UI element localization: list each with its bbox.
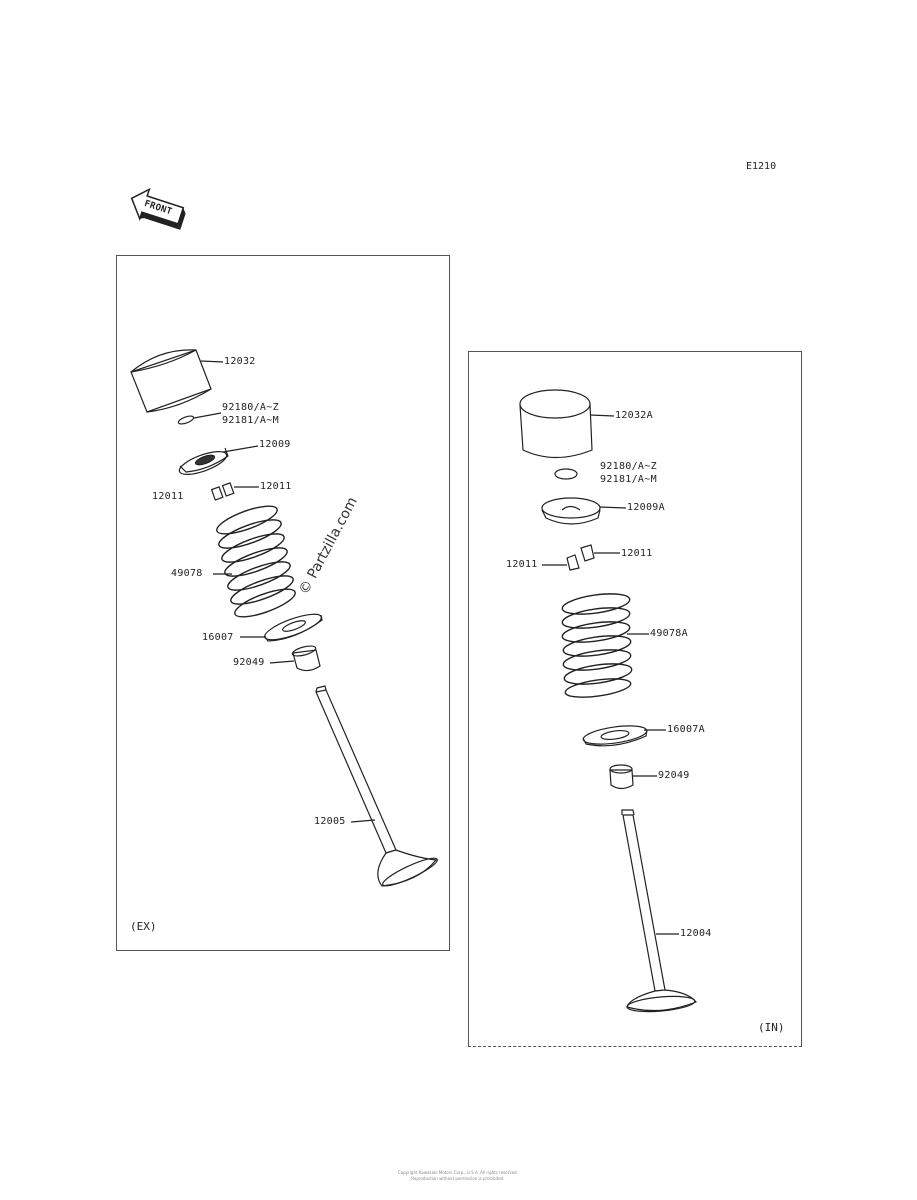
ex-spring-part xyxy=(216,505,296,618)
ex-label-shim-a: 92180/A~Z xyxy=(222,402,279,413)
intake-panel xyxy=(468,351,802,1047)
ex-stem-seal-part xyxy=(291,645,321,672)
ex-label-valve: 12005 xyxy=(314,816,346,827)
ex-retainer-part xyxy=(178,447,229,475)
footer-line-1: Copyright Kawasaki Motors Corp., U.S.A. … xyxy=(398,1170,518,1175)
ex-label-stem-seal: 92049 xyxy=(233,657,265,668)
ex-tappet-part xyxy=(130,349,212,413)
ex-seat-part xyxy=(264,613,323,642)
exhaust-panel-tag: (EX) xyxy=(130,920,157,933)
exhaust-panel xyxy=(116,255,450,951)
in-spring-part xyxy=(561,593,633,698)
in-tappet-part xyxy=(519,389,593,459)
in-valve-part xyxy=(621,809,697,1013)
ex-label-cotter-right: 12011 xyxy=(260,481,292,492)
intake-panel-tag: (IN) xyxy=(758,1021,785,1034)
footer-line-2: Reproduction without permission is prohi… xyxy=(411,1176,505,1181)
in-label-valve: 12004 xyxy=(680,928,712,939)
ex-label-shim-b: 92181/A~M xyxy=(222,415,279,426)
ex-label-cotter-left: 12011 xyxy=(152,491,184,502)
ex-label-seat: 16007 xyxy=(202,632,234,643)
ex-label-tappet: 12032 xyxy=(224,356,256,367)
in-label-shim-b: 92181/A~M xyxy=(600,474,657,485)
in-label-retainer: 12009A xyxy=(627,502,665,513)
ex-valve-part xyxy=(315,685,438,887)
in-retainer-part xyxy=(541,497,601,525)
in-label-seat: 16007A xyxy=(667,724,705,735)
in-stem-seal-part xyxy=(609,764,634,790)
in-seat-part xyxy=(582,725,648,747)
in-label-cotter-left: 12011 xyxy=(506,559,538,570)
in-label-cotter-right: 12011 xyxy=(621,548,653,559)
in-label-stem-seal: 92049 xyxy=(658,770,690,781)
in-label-spring: 49078A xyxy=(650,628,688,639)
in-label-tappet: 12032A xyxy=(615,410,653,421)
in-label-shim-a: 92180/A~Z xyxy=(600,461,657,472)
ex-label-spring: 49078 xyxy=(171,568,203,579)
diagram-code: E1210 xyxy=(746,161,777,172)
ex-label-retainer: 12009 xyxy=(259,439,291,450)
